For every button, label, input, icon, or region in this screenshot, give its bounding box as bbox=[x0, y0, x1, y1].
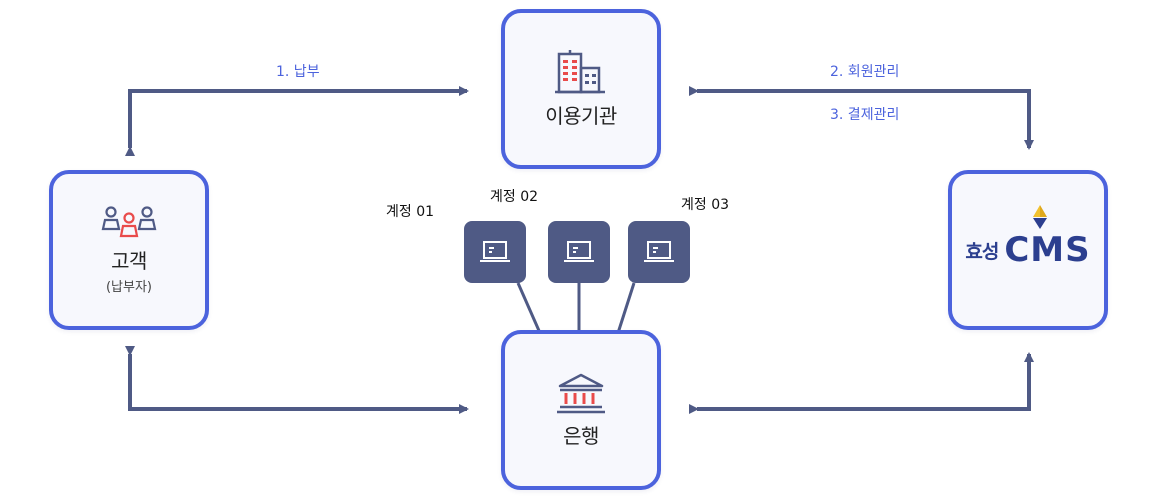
institution-label: 이용기관 bbox=[545, 103, 617, 128]
cms-brand-wordmark: CMS bbox=[1004, 205, 1091, 270]
cms-node: 효성 CMS bbox=[948, 170, 1108, 330]
account-3-link bbox=[616, 282, 636, 334]
people-group-icon bbox=[101, 206, 157, 238]
cms-diamond-logo-icon bbox=[1033, 205, 1048, 229]
laptop-icon bbox=[480, 241, 510, 262]
account-3-box bbox=[628, 221, 690, 283]
bank-label: 은행 bbox=[563, 423, 599, 448]
cms-brand-name: CMS bbox=[1004, 230, 1091, 270]
flow-label-settlement-management: 3. 결제관리 bbox=[830, 107, 900, 123]
bank-icon bbox=[557, 373, 605, 413]
account-label-3: 계정 03 bbox=[681, 197, 730, 213]
account-label-2: 계정 02 bbox=[490, 189, 539, 205]
account-label-1: 계정 01 bbox=[386, 204, 435, 220]
cms-logo: 효성 CMS bbox=[965, 205, 1091, 270]
laptop-icon bbox=[644, 241, 674, 262]
account-2-box bbox=[548, 221, 610, 283]
account-1-link bbox=[516, 282, 542, 334]
flow-label-payment: 1. 납부 bbox=[276, 64, 320, 80]
laptop-icon bbox=[564, 241, 594, 262]
account-1-box bbox=[464, 221, 526, 283]
customer-node: 고객 (납부자) bbox=[49, 170, 209, 330]
bank-cms-arrow bbox=[689, 352, 1034, 414]
office-building-icon bbox=[555, 49, 605, 93]
cms-brand-prefix: 효성 bbox=[965, 241, 999, 263]
customer-sublabel: (납부자) bbox=[105, 280, 153, 295]
customer-bank-arrow bbox=[125, 346, 469, 414]
institution-cms-arrow bbox=[689, 86, 1034, 150]
customer-label: 고객 bbox=[111, 249, 147, 273]
institution-node: 이용기관 bbox=[501, 9, 661, 169]
customer-institution-arrow bbox=[125, 86, 469, 156]
bank-node: 은행 bbox=[501, 330, 661, 490]
flow-label-member-management: 2. 회원관리 bbox=[830, 64, 900, 80]
